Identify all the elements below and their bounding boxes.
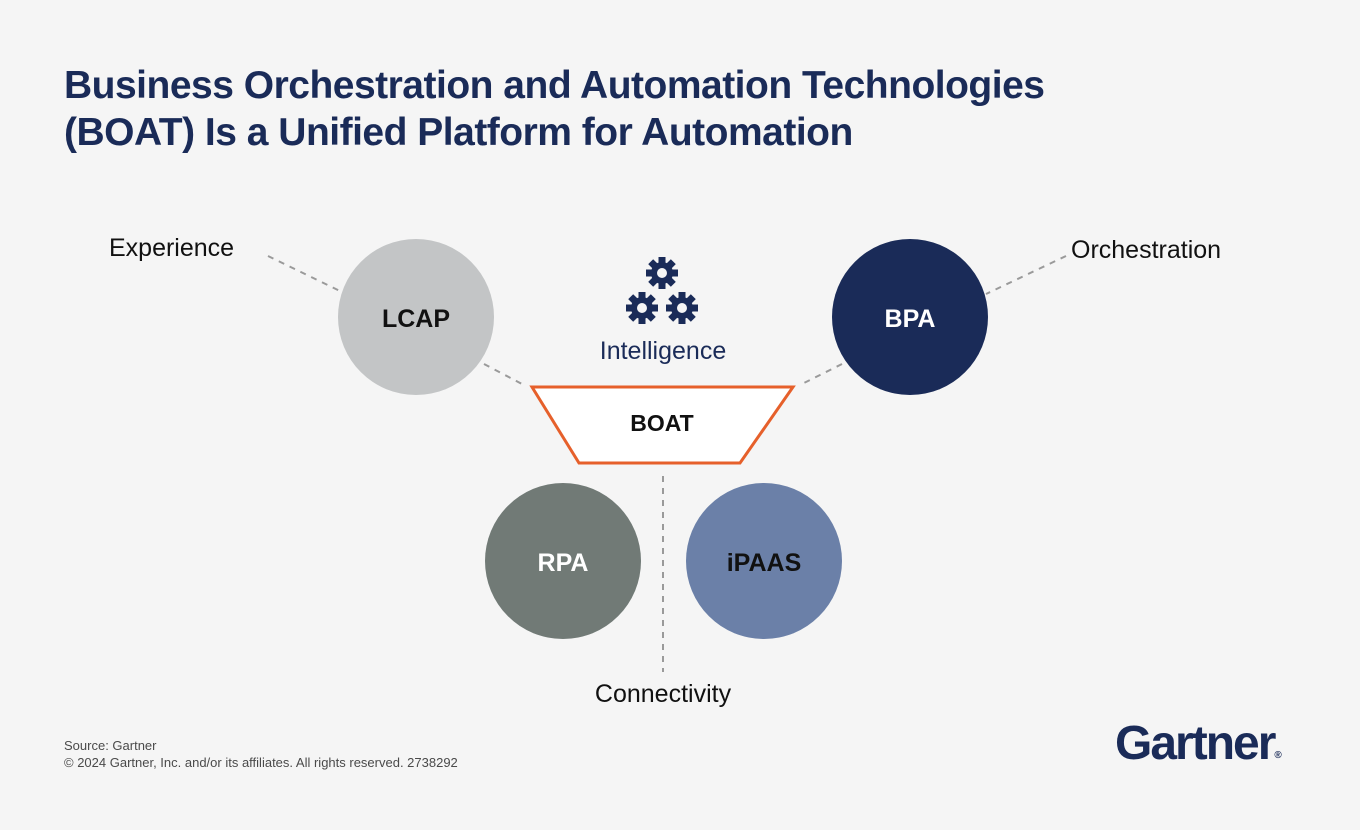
label-orchestration: Orchestration [1071,236,1221,264]
lcap-circle [338,239,494,395]
node-boat-label: BOAT [630,410,693,436]
rpa-circle [485,483,641,639]
label-experience: Experience [109,234,234,262]
bpa-circle [832,239,988,395]
connector-orchestration [985,255,1067,295]
footer-source: Source: Gartner [64,738,157,753]
title-line-2: (BOAT) Is a Unified Platform for Automat… [64,111,853,154]
gears-icon [626,257,698,324]
node-lcap-label: LCAP [382,305,450,333]
logo-text: Gartner [1115,717,1276,770]
node-ipaas-label: iPAAS [727,549,802,577]
title-line-1: Business Orchestration and Automation Te… [64,64,1045,107]
footer: Source: Gartner © 2024 Gartner, Inc. and… [64,737,458,771]
connector-lcap-boat [483,363,523,385]
label-connectivity: Connectivity [595,680,732,708]
connector-bpa-boat [801,363,843,385]
node-rpa-label: RPA [538,549,589,577]
logo-registered-mark: ® [1274,750,1282,761]
boat-trapezoid [529,385,796,465]
label-intelligence: Intelligence [600,337,726,365]
page-title: Business Orchestration and Automation Te… [64,62,1264,156]
footer-copyright: © 2024 Gartner, Inc. and/or its affiliat… [64,755,458,770]
connector-experience [267,255,343,293]
gartner-logo: Gartner® [1115,716,1282,771]
node-bpa-label: BPA [885,305,936,333]
ipaas-circle [686,483,842,639]
